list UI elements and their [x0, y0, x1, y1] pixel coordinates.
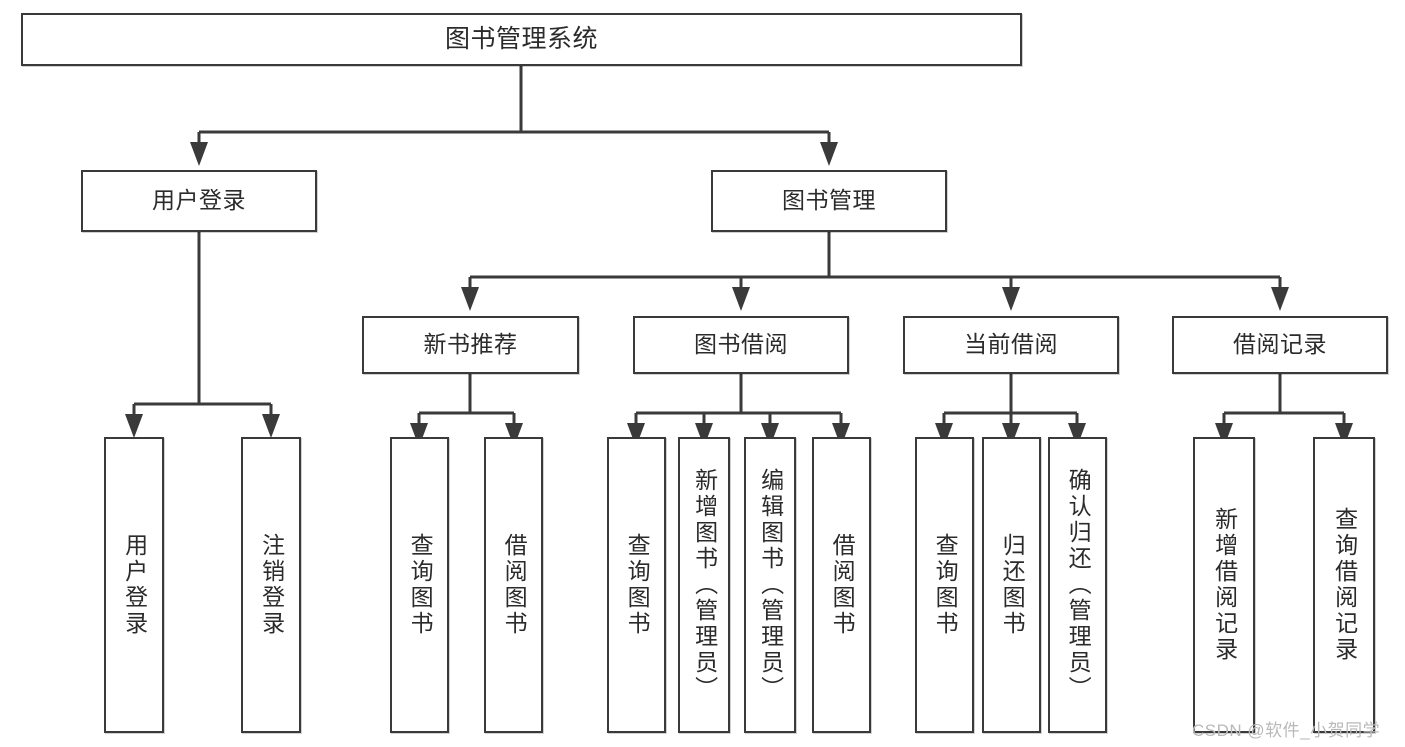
- node-current-borrow[interactable]: 当前借阅: [903, 316, 1119, 374]
- node-leaf-logout-login[interactable]: 注销登录: [241, 437, 301, 733]
- node-label: 当前借阅: [964, 331, 1058, 358]
- node-leaf-borrow-book-recommend[interactable]: 借阅图书: [484, 437, 543, 733]
- node-label: 归还图书: [999, 533, 1026, 637]
- node-label: 图书管理: [782, 187, 876, 214]
- node-label: 编辑图书（管理员）: [757, 468, 784, 702]
- node-label: 新书推荐: [423, 331, 518, 358]
- node-leaf-query-book-recommend[interactable]: 查询图书: [390, 437, 449, 733]
- node-leaf-return-book[interactable]: 归还图书: [982, 437, 1041, 733]
- node-label: 新增图书（管理员）: [691, 468, 718, 702]
- csdn-watermark: CSDN @软件_小贺同学: [1192, 721, 1381, 740]
- node-leaf-query-book-current[interactable]: 查询图书: [915, 437, 974, 733]
- node-label: 查询图书: [407, 533, 434, 637]
- node-leaf-query-borrow-record[interactable]: 查询借阅记录: [1313, 437, 1375, 733]
- node-label: 用户登录: [152, 187, 246, 214]
- node-label: 注销登录: [258, 533, 285, 637]
- node-label: 借阅图书: [829, 533, 856, 637]
- node-book-management[interactable]: 图书管理: [711, 170, 947, 232]
- node-leaf-query-book-borrow[interactable]: 查询图书: [607, 437, 666, 733]
- node-borrow-record[interactable]: 借阅记录: [1172, 316, 1388, 374]
- node-label: 图书借阅: [694, 331, 788, 358]
- node-leaf-edit-book-admin[interactable]: 编辑图书（管理员）: [744, 437, 796, 733]
- node-label: 确认归还（管理员）: [1065, 468, 1092, 702]
- node-leaf-borrow-book[interactable]: 借阅图书: [812, 437, 871, 733]
- node-leaf-add-book-admin[interactable]: 新增图书（管理员）: [678, 437, 730, 733]
- node-book-borrow[interactable]: 图书借阅: [633, 316, 849, 374]
- node-new-book-recommend[interactable]: 新书推荐: [362, 316, 579, 374]
- node-label: 借阅记录: [1233, 331, 1327, 358]
- node-user-login[interactable]: 用户登录: [81, 170, 317, 232]
- node-label: 查询图书: [624, 533, 651, 637]
- node-label: 借阅图书: [501, 533, 528, 637]
- node-label: 用户登录: [121, 533, 148, 637]
- node-leaf-confirm-return-admin[interactable]: 确认归还（管理员）: [1048, 437, 1107, 733]
- node-label: 新增借阅记录: [1211, 507, 1238, 663]
- node-leaf-add-borrow-record[interactable]: 新增借阅记录: [1193, 437, 1255, 733]
- node-label: 查询图书: [932, 533, 959, 637]
- node-label: 图书管理系统: [444, 24, 598, 53]
- node-leaf-user-login[interactable]: 用户登录: [104, 437, 164, 733]
- node-label: 查询借阅记录: [1331, 507, 1358, 663]
- node-book-management-system[interactable]: 图书管理系统: [21, 13, 1022, 66]
